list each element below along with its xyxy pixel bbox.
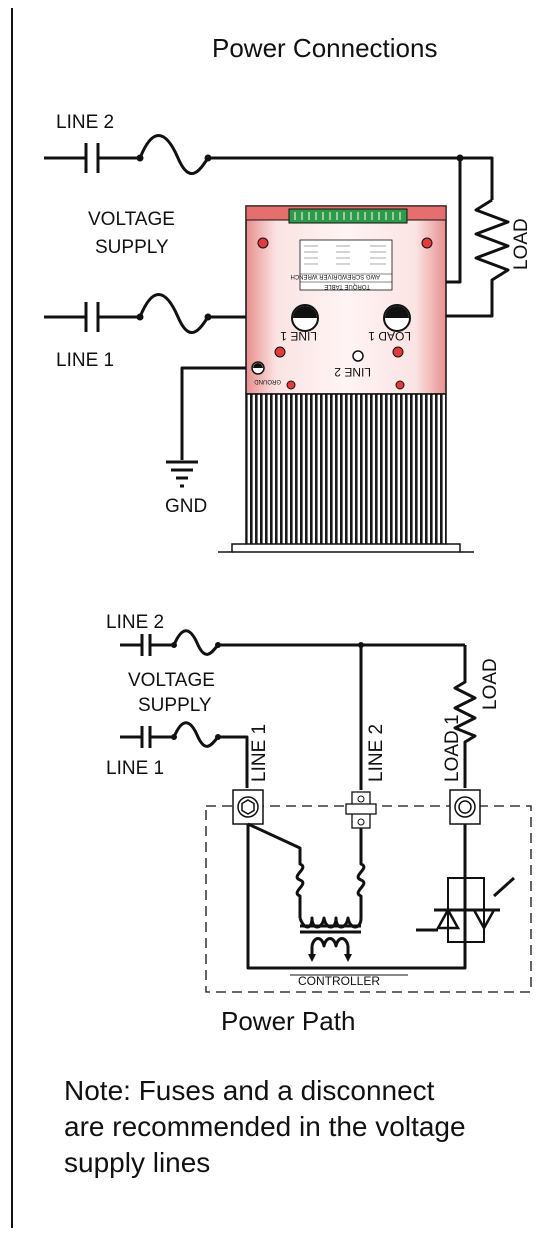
note-line-1: Note: Fuses and a disconnect [64, 1075, 435, 1106]
bottom-terminal-load1: LOAD 1 [442, 714, 463, 782]
top-supply-label-1: VOLTAGE [88, 209, 175, 230]
top-title: Power Connections [212, 33, 437, 63]
top-load-label: LOAD [511, 218, 532, 270]
triac-symbol [416, 824, 516, 968]
bottom-line2-supply-symbol [120, 629, 465, 656]
top-ground-terminal-label: GROUND [254, 378, 281, 384]
bottom-terminal-block-line1 [232, 789, 264, 825]
bottom-supply-label-1: VOLTAGE [128, 670, 215, 691]
bottom-supply-label-2: SUPPLY [138, 695, 212, 716]
top-line1-label: LINE 1 [56, 350, 114, 371]
transformer-symbol [298, 916, 363, 962]
bottom-terminal-block-load1 [449, 789, 481, 825]
top-gnd-label: GND [165, 496, 207, 517]
top-ground-symbol [166, 366, 258, 488]
note-line-3: supply lines [64, 1147, 210, 1178]
top-terminal-load1: LOAD 1 [368, 329, 411, 343]
top-terminal-line1: LINE 1 [280, 329, 317, 343]
bottom-terminal-block-line2 [345, 791, 377, 829]
bottom-load-resistor [453, 645, 477, 788]
top-line2-label: LINE 2 [56, 112, 114, 133]
bottom-load-label: LOAD [480, 658, 501, 710]
controller-label: CONTROLLER [298, 974, 380, 988]
bottom-line2-label: LINE 2 [106, 612, 164, 633]
top-supply-label-2: SUPPLY [95, 237, 169, 258]
bottom-terminal-line2: LINE 2 [366, 724, 387, 782]
top-terminal-line2: LINE 2 [334, 365, 371, 379]
bottom-line1-label: LINE 1 [106, 758, 164, 779]
bottom-terminal-line1: LINE 1 [249, 724, 270, 782]
note-line-2: are recommended in the voltage [64, 1111, 466, 1142]
torque-table-title: TORQUE TABLE [324, 283, 370, 289]
controller-boundary [205, 805, 532, 993]
top-line2-supply-symbol [44, 134, 460, 175]
controller-internal-wiring [246, 822, 467, 970]
bottom-line1-supply-symbol [120, 721, 249, 788]
bottom-caption: Power Path [221, 1006, 355, 1036]
top-controller-device: TORQUE TABLE AWG SCREWDRIVER WRENCH LINE… [218, 205, 474, 553]
top-line1-supply-symbol [44, 293, 300, 334]
torque-table-header: AWG SCREWDRIVER WRENCH [291, 273, 380, 279]
